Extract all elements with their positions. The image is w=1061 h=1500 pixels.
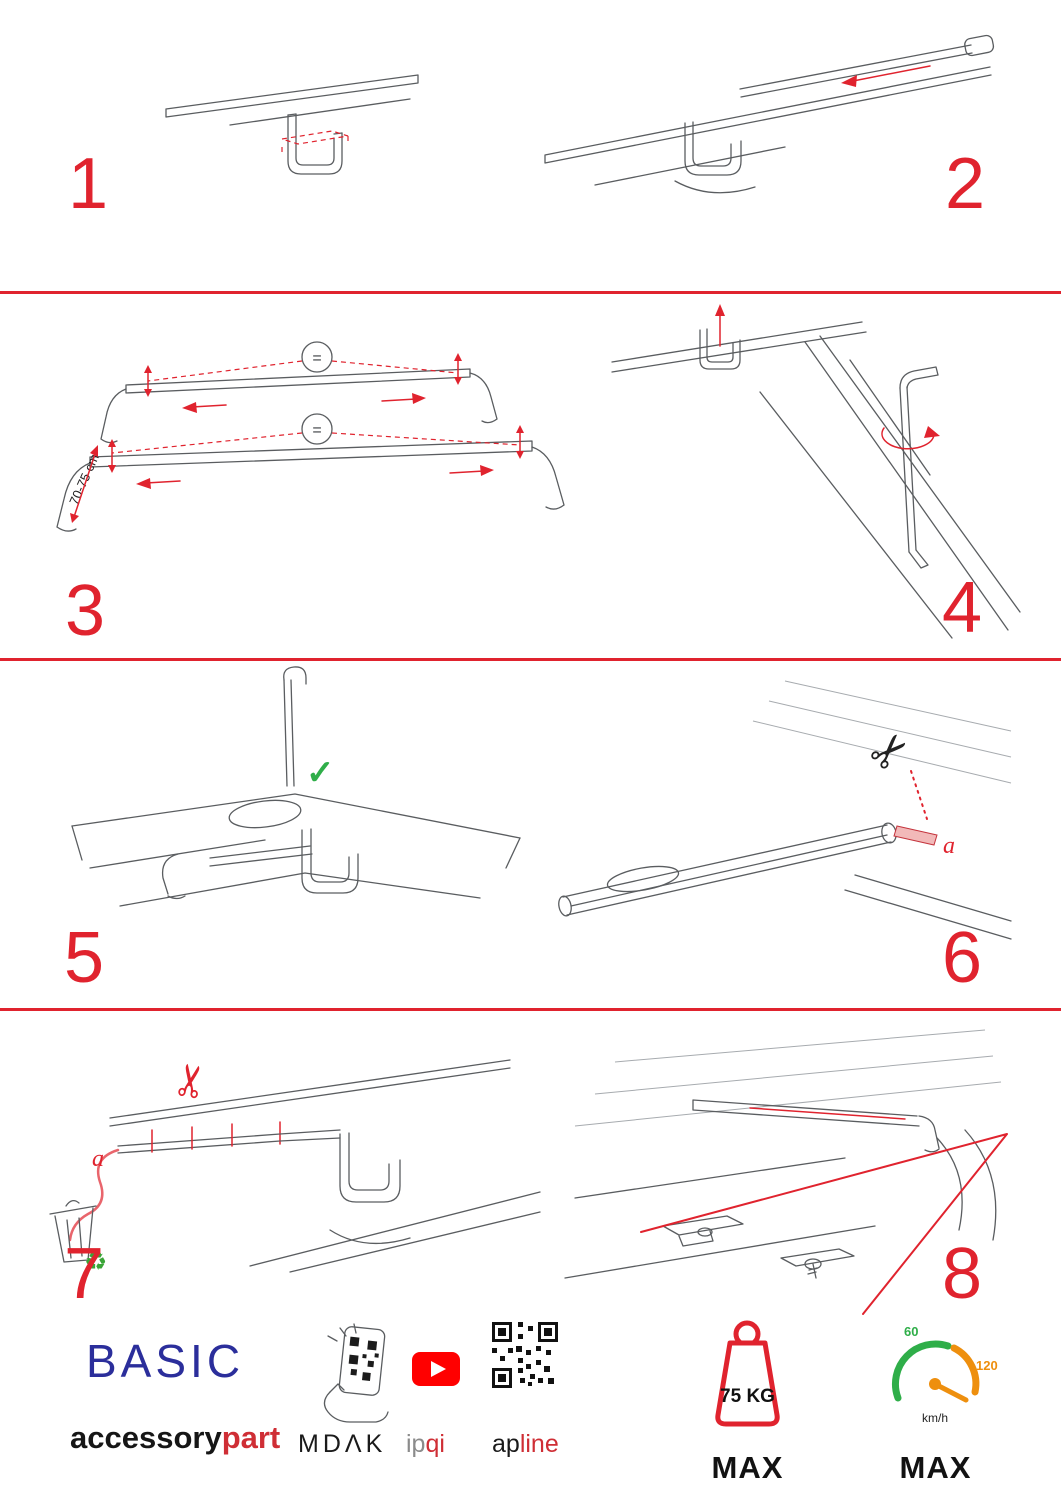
speed-unit-label: km/h xyxy=(922,1411,948,1425)
rubber-strip-excess xyxy=(893,825,938,846)
social-handle-mdak: MDΛK xyxy=(298,1430,387,1458)
speed-60-label: 60 xyxy=(904,1324,918,1339)
ipqi-gray: ip xyxy=(406,1430,426,1458)
step-7-number: 7 xyxy=(64,1234,105,1314)
phone-qr-scan-icon xyxy=(323,1323,389,1423)
step-6-number: 6 xyxy=(942,918,983,998)
apline-ap: ap xyxy=(492,1430,520,1458)
section-divider xyxy=(0,291,1061,294)
step-1-number: 1 xyxy=(68,144,109,224)
load-max-label: MAX xyxy=(711,1450,784,1485)
ipqi-red: qi xyxy=(425,1430,445,1458)
cut-piece-label: a xyxy=(943,833,955,859)
step-4-number: 4 xyxy=(942,568,983,648)
max-load-weight-icon: 75 KG xyxy=(715,1320,780,1427)
step-3-drawing: = = 70-75 cm xyxy=(56,341,565,532)
step-4-drawing xyxy=(611,304,1021,639)
wordmark-part: part xyxy=(221,1420,281,1455)
t-slot-adapter xyxy=(662,1215,744,1247)
hook-pin xyxy=(283,679,295,787)
step-2-number: 2 xyxy=(945,144,986,224)
equal-symbol: = xyxy=(312,350,321,367)
recycle-icon: ♻ xyxy=(84,1246,107,1276)
speed-max-label: MAX xyxy=(899,1450,972,1485)
trash-bin-icon xyxy=(49,1199,97,1263)
step-1-drawing xyxy=(165,74,419,175)
rotate-arrow xyxy=(881,427,935,450)
section-divider xyxy=(0,658,1061,661)
discarded-strip xyxy=(68,1148,120,1242)
step-3-number: 3 xyxy=(65,571,106,651)
section-divider xyxy=(0,1008,1061,1011)
load-limit-label: 75 KG xyxy=(720,1386,775,1407)
slide-arrow xyxy=(852,65,931,82)
step-8-number: 8 xyxy=(942,1234,983,1314)
brand-wordmark: accessorypart xyxy=(70,1420,280,1456)
step-5-number: 5 xyxy=(64,918,105,998)
step-7-drawing: ✂ a ♻ xyxy=(49,1059,541,1276)
step-2-drawing xyxy=(544,34,995,194)
step-8-drawing xyxy=(564,1029,1008,1315)
equal-symbol: = xyxy=(312,422,321,439)
equal-circle xyxy=(301,413,333,445)
apline-line: line xyxy=(519,1430,559,1458)
allen-key xyxy=(899,386,917,553)
social-handle-ipqi: ipqi xyxy=(406,1430,445,1459)
speed-120-label: 120 xyxy=(976,1358,998,1373)
brand-logo-basic: BASIC xyxy=(86,1335,245,1387)
pad-highlight xyxy=(281,130,349,145)
equal-circle xyxy=(301,341,333,373)
qr-code-icon xyxy=(492,1322,558,1388)
cut-piece-label: a xyxy=(92,1146,104,1172)
youtube-icon xyxy=(412,1352,460,1386)
step-5-drawing: ✓ xyxy=(71,666,521,907)
speedometer-icon: 60 120 km/h xyxy=(891,1324,998,1425)
scissors-icon: ✂ xyxy=(165,1059,220,1104)
t-slot-adapter xyxy=(780,1248,855,1279)
check-icon: ✓ xyxy=(306,754,335,792)
social-handle-apline: apline xyxy=(492,1430,559,1459)
step-6-drawing: ✂ a xyxy=(558,680,1012,940)
wordmark-accessory: accessory xyxy=(70,1420,222,1455)
